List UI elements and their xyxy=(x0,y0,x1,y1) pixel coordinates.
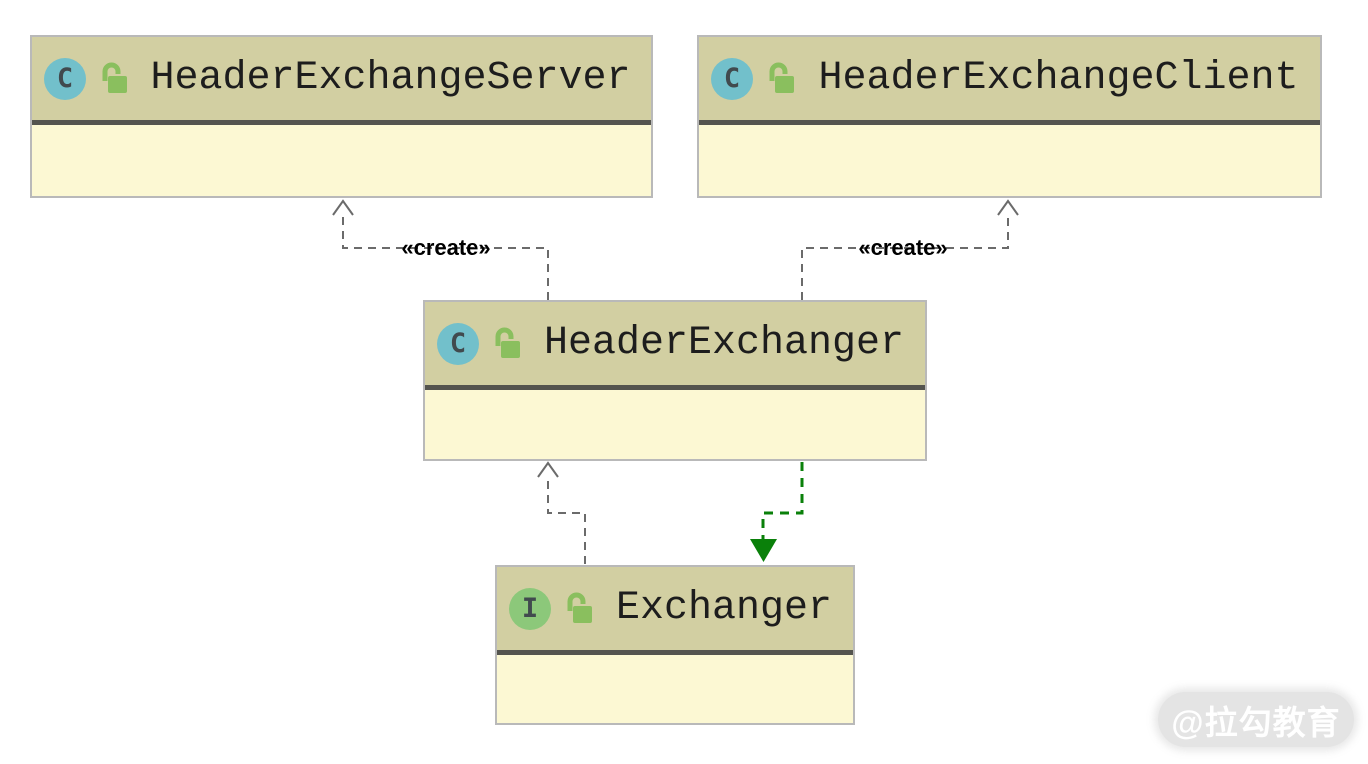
watermark-badge: @拉勾教育 xyxy=(1158,692,1354,747)
header-separator xyxy=(497,650,853,655)
interface-name: Exchanger xyxy=(615,586,833,631)
class-box-header-exchange-server[interactable]: C HeaderExchangeServer xyxy=(30,35,653,198)
header-separator xyxy=(699,120,1320,125)
class-members-area xyxy=(497,655,853,723)
class-name: HeaderExchanger xyxy=(543,321,905,366)
public-open-lock-icon xyxy=(564,590,594,626)
class-icon: C xyxy=(44,57,86,100)
public-open-lock-icon xyxy=(99,60,129,96)
class-icon: C xyxy=(711,57,753,100)
class-members-area xyxy=(699,125,1320,196)
class-header: I Exchanger xyxy=(497,567,853,650)
class-box-header-exchange-client[interactable]: C HeaderExchangeClient xyxy=(697,35,1322,198)
class-header: C HeaderExchangeClient xyxy=(699,37,1320,120)
class-icon: C xyxy=(437,322,479,365)
interface-box-exchanger[interactable]: I Exchanger xyxy=(495,565,855,725)
header-separator xyxy=(32,120,651,125)
edge-label-create-client: «create» xyxy=(858,235,948,260)
header-separator xyxy=(425,385,925,390)
class-members-area xyxy=(425,390,925,459)
public-open-lock-icon xyxy=(766,60,796,96)
class-name: HeaderExchangeServer xyxy=(150,56,631,101)
edge-dependency-exchanger xyxy=(537,461,586,564)
edge-label-create-server: «create» xyxy=(401,235,491,260)
class-name: HeaderExchangeClient xyxy=(818,56,1299,101)
class-box-header-exchanger[interactable]: C HeaderExchanger xyxy=(423,300,927,461)
interface-icon: I xyxy=(509,587,551,630)
class-members-area xyxy=(32,125,651,196)
edge-realization-exchanger xyxy=(750,462,804,562)
public-open-lock-icon xyxy=(492,325,522,361)
class-header: C HeaderExchangeServer xyxy=(32,37,651,120)
class-header: C HeaderExchanger xyxy=(425,302,925,385)
